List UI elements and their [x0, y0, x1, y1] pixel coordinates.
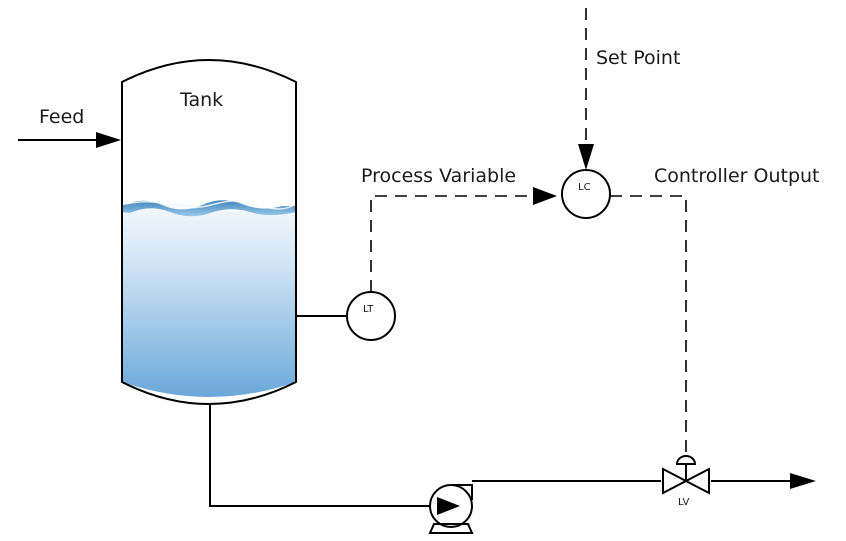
set-point-arrowhead	[578, 144, 594, 170]
valve-actuator	[675, 455, 697, 465]
outlet-arrowhead	[790, 473, 816, 489]
tank-label: Tank	[179, 89, 223, 111]
level-transmitter: LT	[296, 291, 396, 341]
tank: Tank	[121, 59, 297, 405]
process-variable-arrowhead	[533, 187, 557, 205]
level-controller: LC	[561, 169, 611, 219]
feed-arrowhead	[96, 132, 121, 148]
valve-tag: LV	[678, 497, 689, 508]
tank-vessel-outline	[121, 59, 297, 405]
process-variable-label: Process Variable	[361, 165, 516, 187]
controller-output-signal	[610, 195, 687, 455]
controller-bubble	[561, 169, 611, 219]
pump-base	[428, 523, 474, 534]
pump-direction-arrow	[437, 497, 460, 515]
tank-surface-highlight	[125, 200, 295, 210]
tank-liquid-surface	[122, 200, 296, 217]
level-valve: LV	[662, 455, 710, 508]
tank-liquid	[122, 202, 296, 397]
transmitter-bubble	[346, 291, 396, 341]
process-variable-signal	[370, 195, 538, 292]
pump	[428, 484, 474, 534]
pump-discharge-nozzle	[451, 484, 473, 500]
set-point-label: Set Point	[596, 47, 680, 69]
transmitter-tag: LT	[363, 304, 374, 315]
feed-label: Feed	[39, 106, 84, 128]
valve-body-left	[662, 467, 689, 495]
controller-tag: LC	[578, 182, 591, 193]
tank-outlet-line	[209, 404, 431, 507]
valve-body-right	[683, 467, 710, 495]
feed-inlet: Feed	[18, 106, 121, 148]
controller-output-label: Controller Output	[654, 165, 820, 187]
